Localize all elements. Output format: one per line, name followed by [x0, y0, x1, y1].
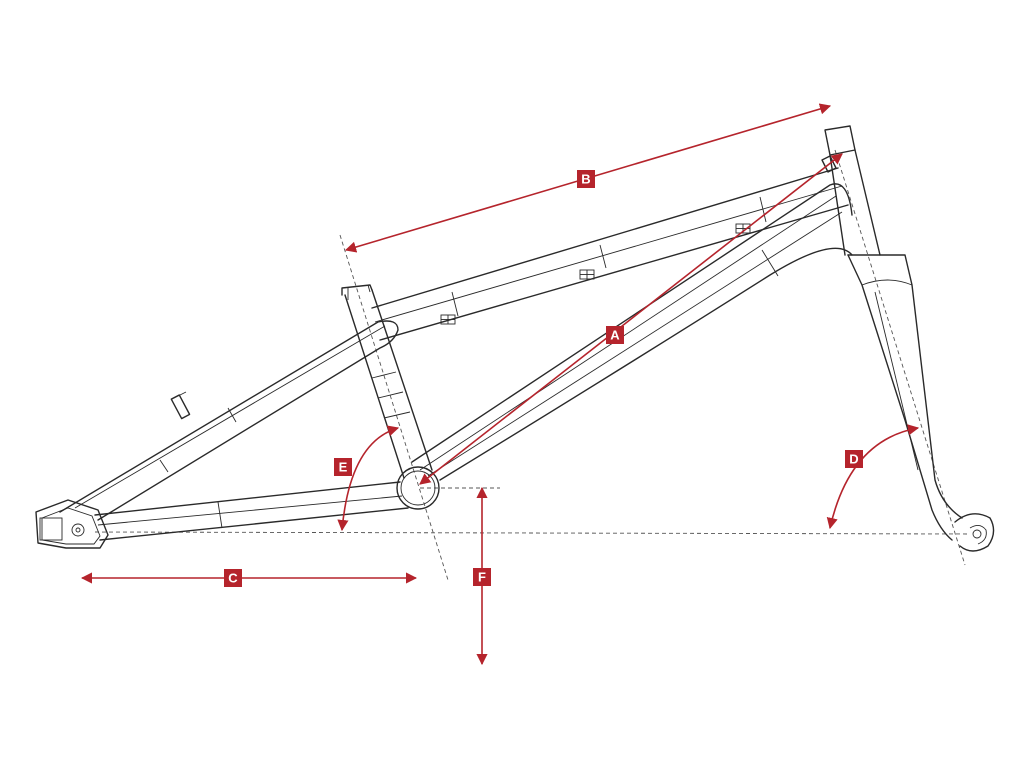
dimension-d-head-tube-angle: D	[826, 424, 920, 530]
label-c-box	[224, 569, 242, 587]
bmx-frame	[35, 125, 995, 552]
label-a: A	[610, 328, 620, 343]
label-e: E	[339, 460, 348, 475]
front-dropout	[954, 513, 995, 552]
label-d: D	[849, 452, 858, 467]
dimension-c-chainstay-length: C	[80, 569, 418, 587]
dimension-a-reach: A	[419, 153, 843, 485]
brake-mount	[170, 391, 191, 420]
dimension-e-seat-tube-angle: E	[334, 425, 400, 532]
label-f-box	[473, 568, 491, 586]
label-c: C	[228, 571, 238, 586]
dimension-b-top-tube-length: B	[344, 103, 832, 253]
rear-dropout	[35, 499, 109, 549]
chain-stays	[94, 481, 409, 541]
seat-stays	[59, 320, 399, 521]
label-d-box	[845, 450, 863, 468]
dimension-f-bottom-bracket-height: F	[473, 486, 491, 666]
fork	[847, 254, 963, 541]
label-a-box	[606, 326, 624, 344]
down-tube	[411, 183, 853, 481]
seat-tube-axis-line	[339, 234, 449, 581]
label-b-box	[577, 170, 595, 188]
label-f: F	[478, 570, 486, 585]
label-e-box	[334, 458, 352, 476]
head-tube	[821, 125, 881, 256]
label-b: B	[581, 172, 590, 187]
head-tube-axis-line	[834, 149, 966, 566]
seat-tube	[341, 284, 433, 479]
ground-reference-line	[94, 531, 971, 535]
